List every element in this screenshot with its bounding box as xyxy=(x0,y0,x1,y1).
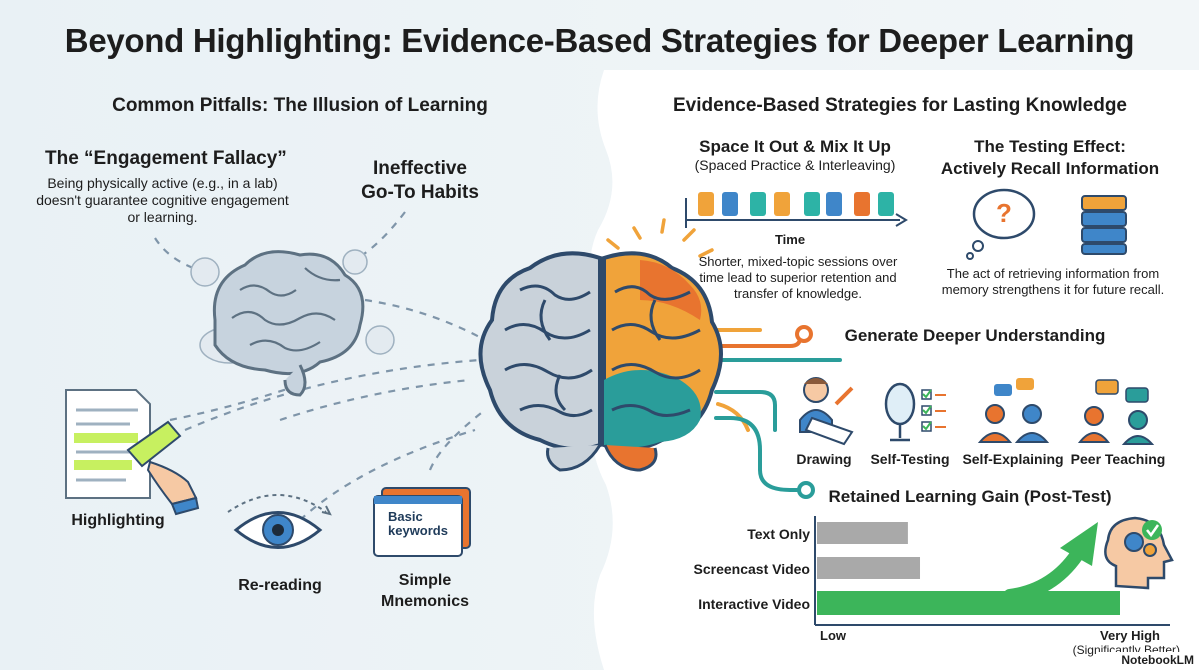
eye-icon xyxy=(227,494,332,549)
habits-title-line1: Ineffective xyxy=(373,158,467,179)
testing-title-line1: The Testing Effect: xyxy=(974,137,1126,156)
left-heading: Common Pitfalls: The Illusion of Learnin… xyxy=(112,95,488,116)
memory-stack-icon xyxy=(1081,195,1127,255)
chart-bar-text-only xyxy=(817,522,908,544)
spacing-body: Shorter, mixed-topic sessions over time … xyxy=(698,254,898,301)
generate-title: Generate Deeper Understanding xyxy=(844,326,1106,345)
self-testing-mirror-icon xyxy=(884,382,946,442)
highlighting-icon xyxy=(65,389,200,516)
timeline-axis-label: Time xyxy=(774,232,806,247)
spark-lines xyxy=(606,218,714,258)
mnemonics-label-line2: Mnemonics xyxy=(380,593,469,610)
generate-item-drawing: Drawing xyxy=(796,451,852,467)
chart-bar-screencast-video xyxy=(817,557,921,579)
timeline-block xyxy=(750,192,766,216)
question-mark-icon: ? xyxy=(996,198,1012,228)
testing-body: The act of retrieving information from m… xyxy=(941,266,1165,297)
chart-axis-high: Very High xyxy=(1100,628,1160,643)
thought-bubble-icon xyxy=(966,188,1036,260)
timeline-block xyxy=(826,192,842,216)
generate-item-self-testing: Self-Testing xyxy=(870,451,950,467)
habits-title-line2: Go-To Habits xyxy=(361,182,479,203)
spacing-title: Space It Out & Mix It Up xyxy=(699,137,891,156)
timeline-block xyxy=(698,192,714,216)
chart-bar-interactive-video xyxy=(817,591,1120,615)
bar-label-interactive: Interactive Video xyxy=(698,596,810,612)
generate-item-self-explaining: Self-Explaining xyxy=(962,451,1064,467)
timeline-block xyxy=(722,192,738,216)
growth-arrow-icon xyxy=(1003,522,1098,603)
bar-label-screencast: Screencast Video xyxy=(693,561,810,577)
peer-teaching-icon xyxy=(1077,379,1155,445)
mnemonic-card-text-2: keywords xyxy=(388,523,448,538)
mnemonics-label-line1: Simple xyxy=(398,572,452,589)
self-explaining-icon xyxy=(977,378,1050,443)
rereading-label: Re-reading xyxy=(238,577,322,594)
page-title: Beyond Highlighting: Evidence-Based Stra… xyxy=(64,22,1135,59)
engagement-fallacy-title: The “Engagement Fallacy” xyxy=(45,148,287,169)
drawing-person-icon xyxy=(799,377,854,446)
timeline-block xyxy=(774,192,790,216)
mnemonic-card-icon xyxy=(373,487,471,557)
timeline-block xyxy=(804,192,820,216)
timeline-icon xyxy=(685,192,908,228)
testing-title-line2: Actively Recall Information xyxy=(940,159,1160,178)
highlighting-label: Highlighting xyxy=(71,512,165,529)
watermark: NotebookLM xyxy=(1096,652,1198,669)
generate-item-peer-teaching: Peer Teaching xyxy=(1070,451,1166,467)
timeline-block xyxy=(854,192,870,216)
chart-axis-low: Low xyxy=(820,628,846,643)
bar-label-text-only: Text Only xyxy=(747,526,810,542)
retained-title: Retained Learning Gain (Post-Test) xyxy=(828,487,1112,506)
mnemonic-card-text-1: Basic xyxy=(388,509,423,524)
connector-lines xyxy=(714,325,842,499)
spacing-subtitle: (Spaced Practice & Interleaving) xyxy=(694,157,896,173)
engagement-fallacy-body: Being physically active (e.g., in a lab)… xyxy=(36,175,289,225)
timeline-block xyxy=(878,192,894,216)
head-gears-icon xyxy=(1104,516,1174,590)
right-heading: Evidence-Based Strategies for Lasting Kn… xyxy=(673,95,1127,116)
